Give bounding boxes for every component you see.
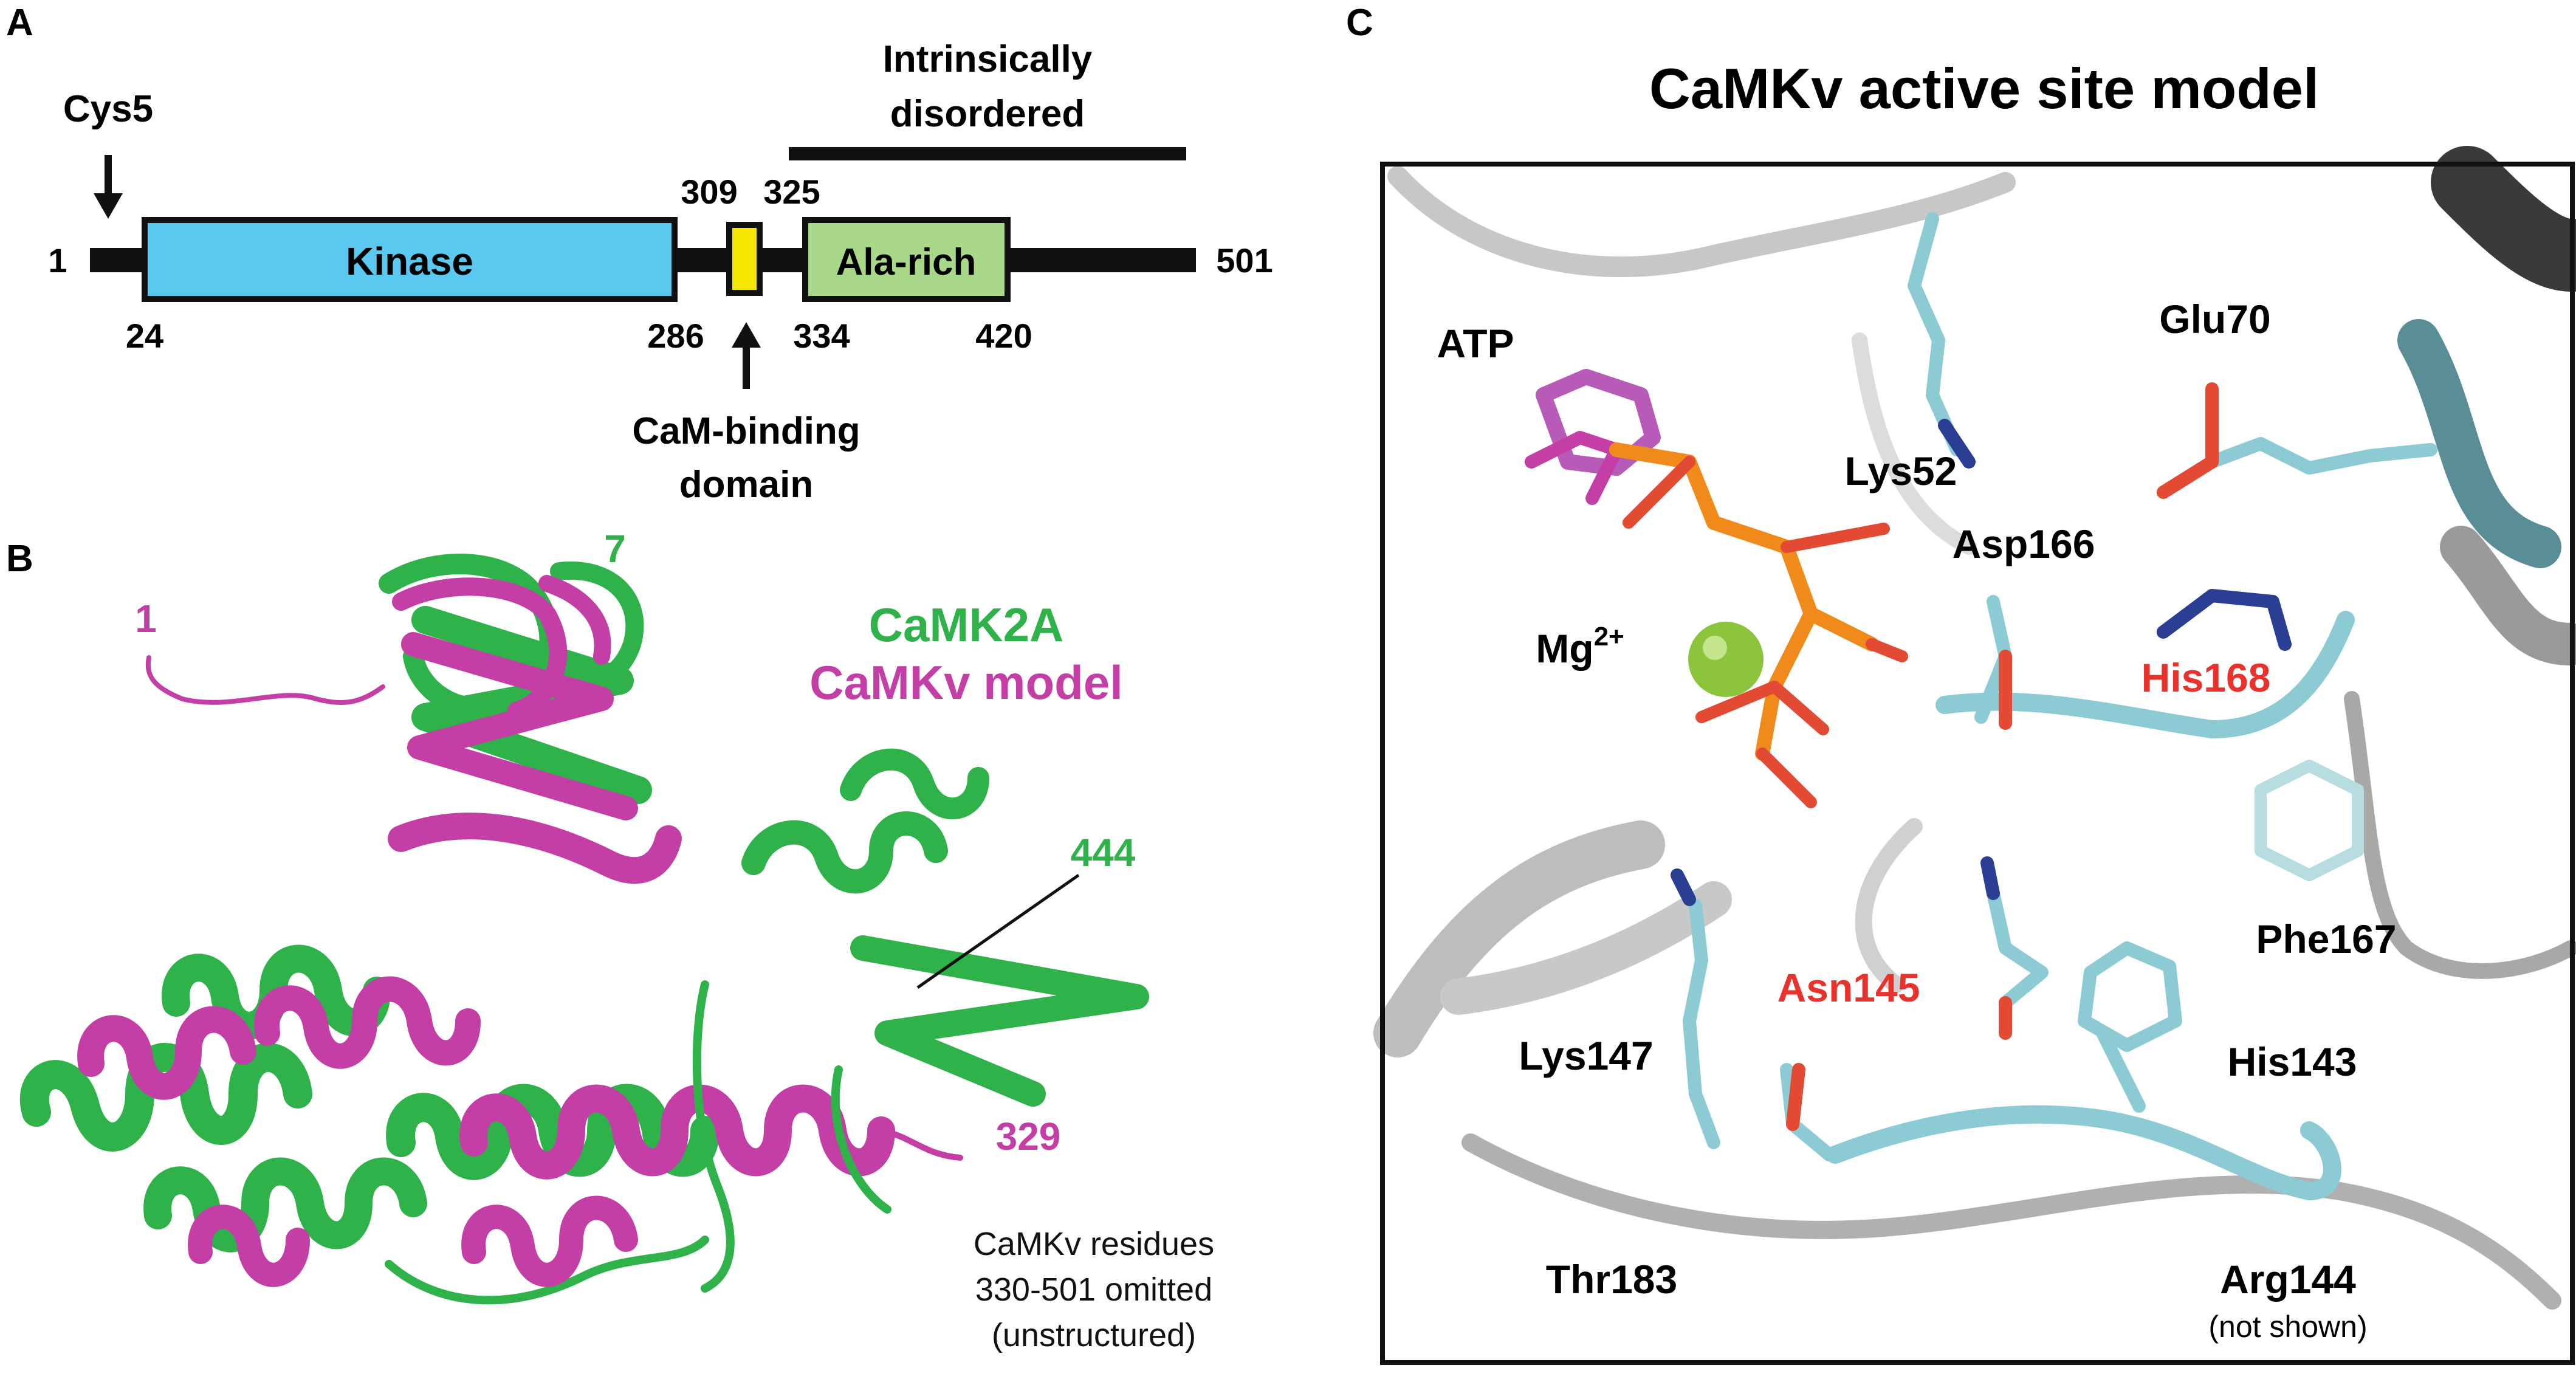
disordered-label-line-1: Intrinsically: [883, 38, 1093, 80]
residue-444-pointer: [916, 873, 1080, 989]
ala-rich-label: Ala-rich: [836, 241, 977, 283]
active-site-frame-background: [1382, 164, 2572, 1363]
label-phe167: Phe167: [2256, 916, 2396, 961]
disordered-region-bar: [789, 147, 1186, 160]
active-site-frame: [1380, 162, 2575, 1365]
cam-binding-label-line-1: CaM-binding: [632, 410, 860, 452]
active-site-title: CaMKv active site model: [1649, 57, 2319, 120]
disordered-label-line-2: disordered: [890, 93, 1085, 135]
mg-ion-sphere: [1688, 622, 1764, 697]
label-lys147: Lys147: [1519, 1033, 1653, 1078]
label-his143: His143: [2228, 1039, 2357, 1084]
omitted-residues-note-line-2: 330-501 omitted: [975, 1271, 1212, 1308]
legend-camk2a: CaMK2A: [869, 598, 1064, 651]
mg-ion-highlight: [1703, 636, 1727, 660]
position-501: 501: [1216, 241, 1273, 280]
active-site-structure: [1373, 146, 2576, 1310]
position-309: 309: [681, 173, 737, 211]
cam-binding-label-line-2: domain: [679, 464, 813, 506]
label-thr183: Thr183: [1546, 1257, 1677, 1302]
position-24: 24: [126, 317, 163, 355]
cam-binding-box: [726, 222, 763, 296]
position-1: 1: [48, 241, 67, 280]
label-mg-element: Mg: [1536, 626, 1593, 671]
residue-label-329: 329: [996, 1115, 1061, 1158]
panel-label-a: A: [6, 2, 33, 44]
residue-label-444: 444: [1071, 831, 1136, 875]
label-atp: ATP: [1437, 321, 1514, 366]
ala-rich-box: [802, 217, 1011, 302]
label-glu70: Glu70: [2159, 297, 2270, 342]
label-asn145: Asn145: [1777, 965, 1920, 1010]
residue-label-1: 1: [135, 597, 157, 641]
panel-a: A Intrinsically disordered Cys5 1 501 Ki…: [6, 2, 1273, 506]
panel-label-c: C: [1346, 2, 1373, 44]
label-arg144-note: (not shown): [2208, 1310, 2367, 1344]
position-420: 420: [975, 317, 1032, 355]
label-arg144: Arg144: [2220, 1257, 2356, 1302]
kinase-structure-superposition: [19, 554, 1149, 1305]
omitted-residues-note-line-1: CaMKv residues: [974, 1226, 1214, 1262]
cys5-label: Cys5: [63, 88, 153, 130]
position-325: 325: [763, 173, 820, 211]
cys5-arrow-head: [94, 193, 123, 219]
label-asp166: Asp166: [1953, 521, 2095, 566]
kinase-domain-label: Kinase: [346, 239, 473, 283]
panel-c: C CaMKv active site model: [1346, 2, 2576, 1365]
kinase-domain-box: [142, 217, 678, 302]
position-286: 286: [647, 317, 704, 355]
position-334: 334: [793, 317, 850, 355]
cam-arrow-head: [732, 322, 761, 348]
legend-camkv-model: CaMKv model: [809, 656, 1123, 709]
residue-label-7: 7: [604, 527, 626, 571]
omitted-residues-note-line-3: (unstructured): [992, 1317, 1196, 1353]
panel-label-b: B: [6, 538, 33, 580]
label-his168: His168: [2142, 655, 2271, 700]
panel-b: B: [6, 527, 1214, 1353]
label-lys52: Lys52: [1845, 449, 1957, 493]
label-mg-charge: 2+: [1594, 622, 1624, 651]
label-mg: Mg2+: [1536, 622, 1624, 671]
